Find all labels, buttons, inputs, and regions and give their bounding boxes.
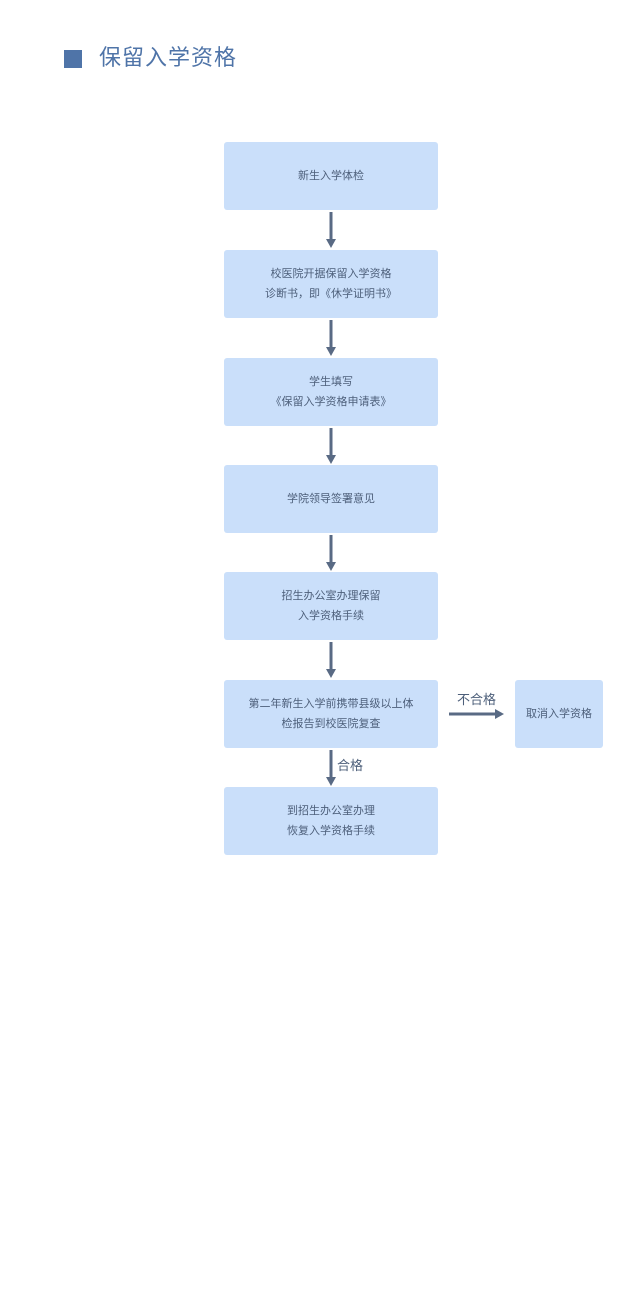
down-arrow-icon	[326, 642, 336, 678]
step-restore-qualification: 到招生办公室办理 恢复入学资格手续	[224, 787, 438, 855]
step-text: 入学资格手续	[298, 609, 364, 622]
title-square-icon	[64, 50, 82, 68]
down-arrow-icon	[326, 428, 336, 464]
step-text: 取消入学资格	[526, 707, 592, 720]
down-arrow-icon	[326, 320, 336, 356]
step-text: 第二年新生入学前携带县级以上体	[248, 697, 414, 710]
right-arrow-icon	[449, 709, 504, 719]
step-text: 《保留入学资格申请表》	[270, 395, 392, 408]
step-text: 学生填写	[309, 375, 353, 388]
step-cancel-qualification: 取消入学资格	[515, 680, 603, 748]
step-reexamination: 第二年新生入学前携带县级以上体 检报告到校医院复查	[224, 680, 438, 748]
step-text: 新生入学体检	[298, 169, 364, 182]
page-title: 保留入学资格	[99, 46, 238, 71]
step-college-approval: 学院领导签署意见	[224, 465, 438, 533]
down-arrow-icon	[326, 750, 336, 786]
step-admissions-reservation: 招生办公室办理保留 入学资格手续	[224, 572, 438, 640]
step-text: 学院领导签署意见	[287, 492, 375, 505]
step-text: 诊断书，即《休学证明书》	[265, 287, 397, 300]
down-arrow-icon	[326, 535, 336, 571]
pass-label: 合格	[337, 759, 364, 774]
step-fill-application: 学生填写 《保留入学资格申请表》	[224, 358, 438, 426]
step-text: 检报告到校医院复查	[281, 717, 381, 730]
down-arrow-icon	[326, 212, 336, 248]
fail-label: 不合格	[457, 693, 497, 708]
step-health-check: 新生入学体检	[224, 142, 438, 210]
step-diagnosis-certificate: 校医院开据保留入学资格 诊断书，即《休学证明书》	[224, 250, 438, 318]
step-text: 招生办公室办理保留	[281, 589, 381, 602]
step-text: 校医院开据保留入学资格	[270, 267, 392, 280]
step-text: 到招生办公室办理	[287, 804, 375, 817]
step-text: 恢复入学资格手续	[287, 824, 375, 837]
